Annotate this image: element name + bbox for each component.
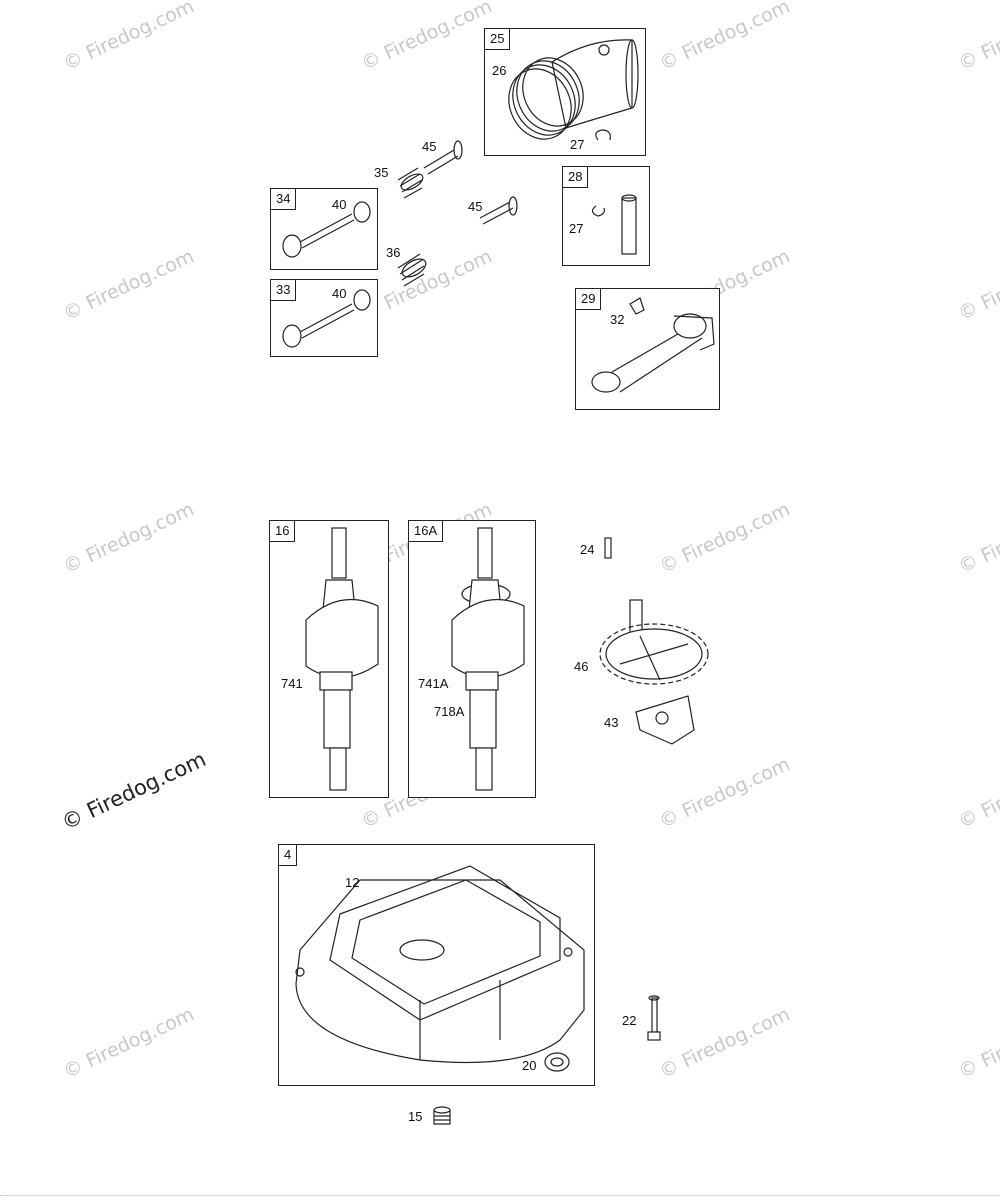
- callout-741: 741: [281, 676, 303, 691]
- bolt-drawing: [647, 995, 661, 1041]
- spring-drawings: [397, 167, 427, 287]
- callout-27: 27: [569, 221, 584, 236]
- part-box-crankshaft-alt: 16A: [408, 520, 536, 798]
- callout-45: 45: [422, 139, 437, 154]
- part-box-sump: 4: [278, 844, 595, 1086]
- watermark: © Firedog.com: [358, 0, 496, 75]
- callout-741a: 741A: [418, 676, 449, 691]
- watermark: © Firedog.com: [60, 498, 198, 578]
- part-box-exhaust-valve: 34: [270, 188, 378, 270]
- watermark: © Firedog.com: [656, 0, 794, 75]
- callout-26: 26: [492, 63, 507, 78]
- watermark: © Firedog.com: [60, 245, 198, 325]
- watermark: © Firedog.com: [955, 0, 1000, 75]
- callout-15: 15: [408, 1109, 423, 1124]
- part-box-crankshaft: 16: [269, 520, 389, 798]
- plug-drawing: [433, 1106, 451, 1125]
- watermark: © Firedog.com: [656, 753, 794, 833]
- watermark: © Firedog.com: [955, 498, 1000, 578]
- callout-20: 20: [522, 1058, 537, 1073]
- callout-718a: 718A: [434, 704, 465, 719]
- watermark: © Firedog.com: [60, 0, 198, 75]
- watermark: © Firedog.com: [60, 1003, 198, 1083]
- watermark: © Firedog.com: [656, 498, 794, 578]
- callout-22: 22: [622, 1013, 637, 1028]
- part-number-tag: 16A: [409, 521, 444, 542]
- callout-40: 40: [332, 286, 347, 301]
- callout-24: 24: [580, 542, 595, 557]
- part-number-tag: 28: [563, 167, 589, 188]
- part-number-tag: 29: [576, 289, 602, 310]
- cam-gear-drawing: [599, 599, 709, 685]
- part-box-piston-pin: 28: [562, 166, 650, 266]
- callout-45: 45: [468, 199, 483, 214]
- part-box-connecting-rod: 29: [575, 288, 720, 410]
- footer-divider: [0, 1195, 1000, 1198]
- part-number-tag: 34: [271, 189, 297, 210]
- callout-40: 40: [332, 197, 347, 212]
- callout-46: 46: [574, 659, 589, 674]
- callout-12: 12: [345, 875, 360, 890]
- watermark: © Firedog.com: [656, 1003, 794, 1083]
- watermark: © Firedog.com: [955, 1003, 1000, 1083]
- callout-43: 43: [604, 715, 619, 730]
- callout-36: 36: [386, 245, 401, 260]
- part-box-intake-valve: 33: [270, 279, 378, 357]
- key-pin-drawing: [604, 537, 612, 559]
- part-box-piston: 25: [484, 28, 646, 156]
- callout-35: 35: [374, 165, 389, 180]
- watermark: © Firedog.com: [358, 245, 496, 325]
- watermark-main: © Firedog.com: [58, 746, 210, 835]
- watermark: © Firedog.com: [955, 245, 1000, 325]
- part-number-tag: 33: [271, 280, 297, 301]
- part-number-tag: 25: [485, 29, 511, 50]
- governor-drawing: [635, 695, 695, 745]
- watermark: © Firedog.com: [955, 753, 1000, 833]
- part-number-tag: 16: [270, 521, 296, 542]
- part-number-tag: 4: [279, 845, 298, 866]
- callout-32: 32: [610, 312, 625, 327]
- callout-27: 27: [570, 137, 585, 152]
